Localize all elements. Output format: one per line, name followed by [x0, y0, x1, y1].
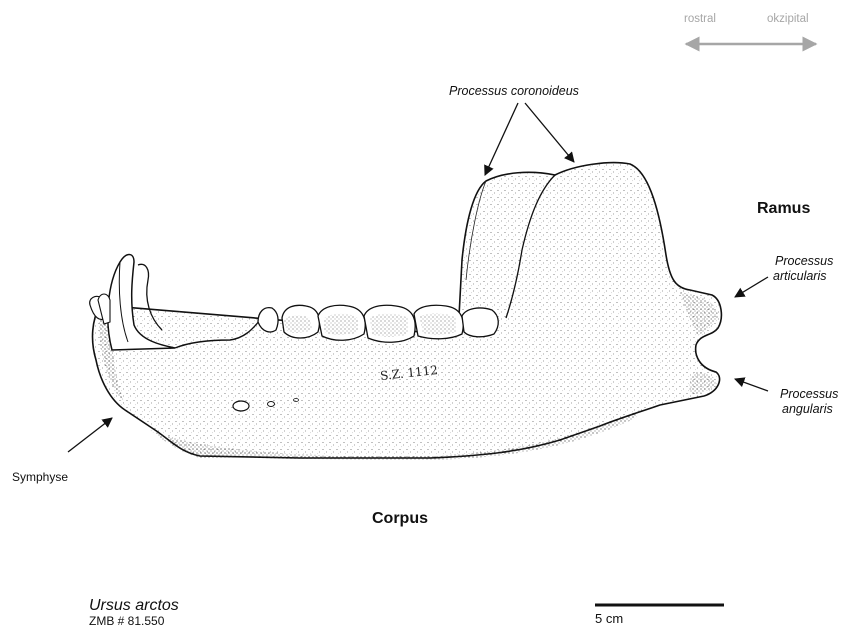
label-processus-articularis: Processus articularis [773, 254, 833, 284]
mandible-drawing [90, 163, 722, 460]
arrow-angularis [735, 379, 768, 391]
label-processus-articularis-line2: articularis [773, 269, 833, 284]
arrow-coronoideus-right [525, 103, 574, 162]
specimen-species: Ursus arctos [89, 597, 179, 615]
label-processus-angularis-line2: angularis [780, 402, 838, 417]
label-processus-angularis: Processus angularis [780, 387, 838, 417]
label-corpus: Corpus [372, 510, 428, 528]
specimen-catalog: ZMB # 81.550 [89, 614, 164, 628]
label-processus-articularis-line1: Processus [773, 254, 833, 269]
orientation-okzipital-label: okzipital [767, 13, 809, 25]
orientation-rostral-label: rostral [684, 13, 716, 25]
label-processus-coronoideus: Processus coronoideus [449, 84, 579, 99]
label-symphyse: Symphyse [12, 470, 68, 484]
arrow-articularis [735, 277, 768, 297]
scale-bar-label: 5 cm [595, 611, 623, 626]
label-processus-angularis-line1: Processus [780, 387, 838, 402]
arrow-coronoideus-left [485, 103, 518, 175]
label-ramus: Ramus [757, 200, 810, 218]
arrow-symphyse [68, 418, 112, 452]
